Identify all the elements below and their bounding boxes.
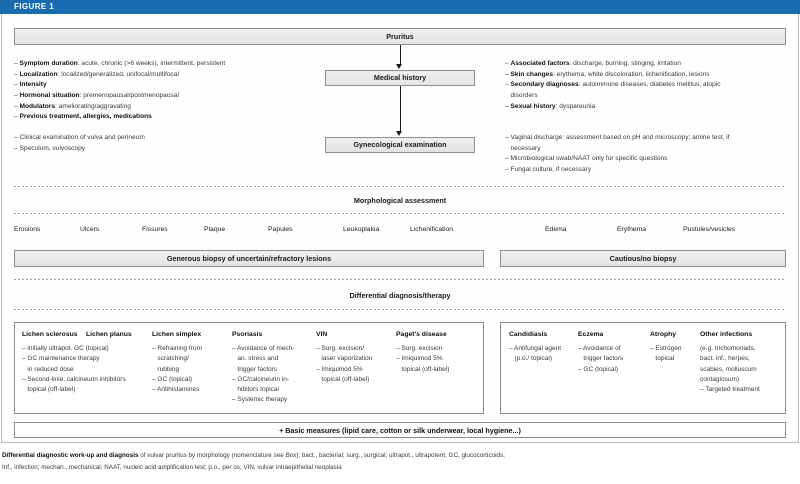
therapy-column-body: – Refraining from scratching/ rubbing – …: [152, 345, 202, 394]
therapy-box-left: [14, 322, 484, 414]
therapy-column-body: – Antifungal agent (p.o./ topical): [509, 345, 562, 363]
therapy-box-right: [500, 322, 786, 414]
morphology-term[interactable]: Fissures: [142, 226, 168, 233]
therapy-column-title[interactable]: Lichen sclerosus: [22, 331, 78, 338]
node-cautious-no-biopsy[interactable]: Cautious/no biopsy: [500, 250, 786, 267]
therapy-column-title[interactable]: Atrophy: [650, 331, 677, 338]
therapy-column-title-secondary[interactable]: Lichen planus: [86, 331, 132, 338]
morphology-term[interactable]: Edema: [545, 226, 567, 233]
therapy-column-body: – Surg. excision/ laser vaporization – I…: [316, 345, 373, 383]
therapy-column-title[interactable]: VIN: [316, 331, 328, 338]
node-pruritus[interactable]: Pruritus: [14, 28, 786, 45]
node-medical-history[interactable]: Medical history: [325, 70, 475, 86]
therapy-column-body: – Avoidance of trigger factors – GC (top…: [578, 345, 624, 373]
therapy-column-body: – Avoidance of mech- an. stress and trig…: [232, 345, 295, 404]
therapy-column-body: (e.g. trichomonads, bact. inf., herpes, …: [700, 345, 760, 394]
connector-history-to-exam: [399, 86, 401, 132]
separator-above-differential: [14, 279, 786, 280]
history-details-left: – Symptom duration: acute, chronic (>6 w…: [14, 60, 226, 121]
morphology-term[interactable]: Plaque: [204, 226, 226, 233]
examination-details-left: – Clinical examination of vulva and peri…: [14, 134, 145, 152]
separator-below-differential: [14, 309, 786, 310]
section-label-differential-diagnosis: Differential diagnosis/therapy: [349, 291, 451, 300]
therapy-column-title[interactable]: Other infections: [700, 331, 753, 338]
figure-header-bar: [0, 0, 800, 14]
section-label-morphological-assessment: Morphological assessment: [353, 196, 447, 205]
therapy-column-body: – initially ultrapot. GC (topical) – GC …: [22, 345, 126, 394]
morphology-term[interactable]: Lichenification: [410, 226, 454, 233]
arrowhead-history: [396, 64, 402, 69]
morphology-term[interactable]: Erosions: [14, 226, 41, 233]
morphology-term[interactable]: Erythema: [617, 226, 647, 233]
therapy-column-title[interactable]: Paget's disease: [396, 331, 447, 338]
basic-measures-label: + Basic measures (lipid care, cotton or …: [279, 425, 521, 435]
history-details-right: – Associated factors: discharge, burning…: [505, 60, 721, 110]
morphology-term[interactable]: Leukoplakia: [343, 226, 380, 233]
therapy-column-title[interactable]: Candidiasis: [509, 331, 548, 338]
caption-line-1: Differential diagnostic work-up and diag…: [2, 452, 505, 459]
therapy-column-title[interactable]: Psoriasis: [232, 331, 263, 338]
node-generous-biopsy[interactable]: Generous biopsy of uncertain/refractory …: [14, 250, 484, 267]
morphology-term[interactable]: Pustules/vesicles: [683, 226, 736, 233]
morphology-term[interactable]: Ulcers: [80, 226, 100, 233]
node-basic-measures[interactable]: + Basic measures (lipid care, cotton or …: [14, 422, 786, 438]
therapy-column-title[interactable]: Lichen simplex: [152, 331, 202, 338]
separator-above-morphology: [14, 186, 786, 187]
separator-below-morphology: [14, 213, 786, 214]
therapy-column-title[interactable]: Eczema: [578, 331, 604, 338]
node-gynecological-examination[interactable]: Gynecological examination: [325, 137, 475, 153]
morphology-term[interactable]: Papules: [268, 226, 293, 233]
connector-pruritus-to-history: [399, 45, 401, 65]
therapy-column-body: – Surg. excision – Imiquimod 5% topical …: [396, 345, 450, 373]
therapy-column-body: – Estrogen topical: [650, 345, 682, 363]
caption-line-2: Inf., infection; mechan., mechanical; NA…: [2, 463, 342, 471]
arrowhead-exam: [396, 131, 402, 136]
examination-details-right: – Vaginal discharge: assessment based on…: [505, 134, 730, 174]
figure-caption: Differential diagnostic work-up and diag…: [2, 450, 798, 474]
figure-number-label: FIGURE 1: [14, 2, 55, 11]
